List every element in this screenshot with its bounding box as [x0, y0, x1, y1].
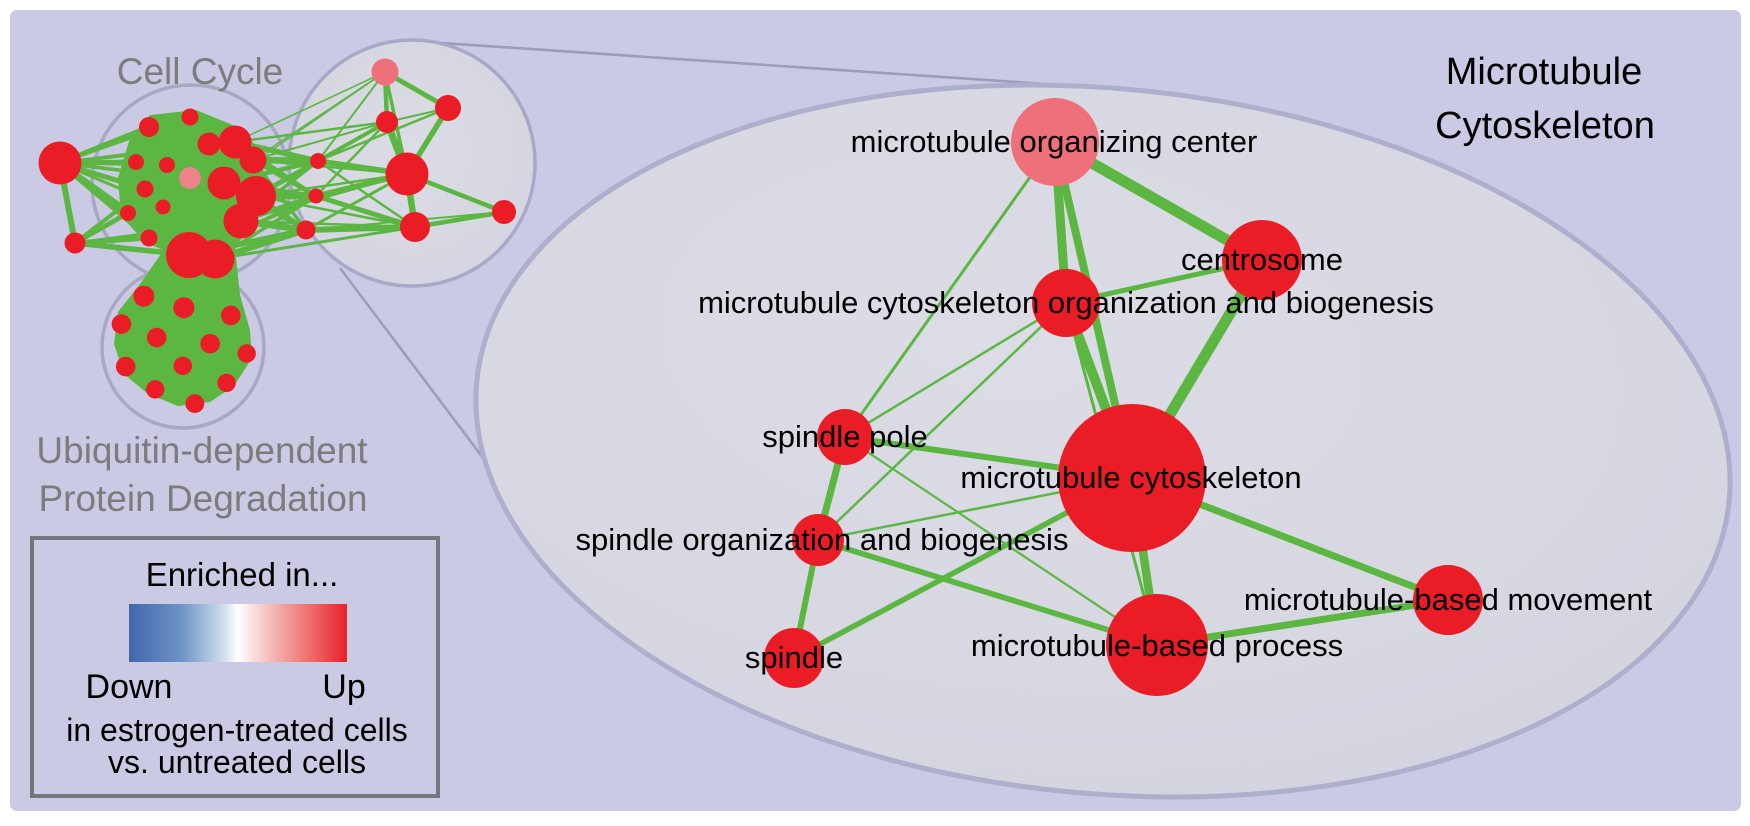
svg-text:microtubule cytoskeleton organ: microtubule cytoskeleton organization an… — [698, 285, 1434, 320]
svg-text:Up: Up — [322, 668, 365, 706]
svg-text:microtubule cytoskeleton: microtubule cytoskeleton — [960, 460, 1301, 495]
svg-text:Cell Cycle: Cell Cycle — [117, 51, 284, 92]
svg-text:vs. untreated cells: vs. untreated cells — [108, 744, 366, 780]
svg-text:spindle pole: spindle pole — [762, 419, 927, 454]
svg-text:centrosome: centrosome — [1181, 242, 1343, 277]
svg-text:Down: Down — [86, 668, 173, 706]
svg-text:microtubule organizing center: microtubule organizing center — [851, 124, 1258, 159]
svg-text:spindle organization and bioge: spindle organization and biogenesis — [576, 522, 1069, 557]
svg-text:microtubule-based movement: microtubule-based movement — [1244, 582, 1653, 617]
svg-text:Ubiquitin-dependent: Ubiquitin-dependent — [36, 430, 368, 471]
svg-text:spindle: spindle — [745, 640, 843, 675]
svg-text:Protein Degradation: Protein Degradation — [38, 478, 367, 519]
svg-text:Enriched in...: Enriched in... — [146, 556, 339, 593]
svg-text:in estrogen-treated cells: in estrogen-treated cells — [66, 712, 408, 748]
svg-text:Cytoskeleton: Cytoskeleton — [1435, 105, 1655, 147]
svg-text:Microtubule: Microtubule — [1446, 51, 1642, 93]
svg-text:microtubule-based process: microtubule-based process — [971, 628, 1343, 663]
